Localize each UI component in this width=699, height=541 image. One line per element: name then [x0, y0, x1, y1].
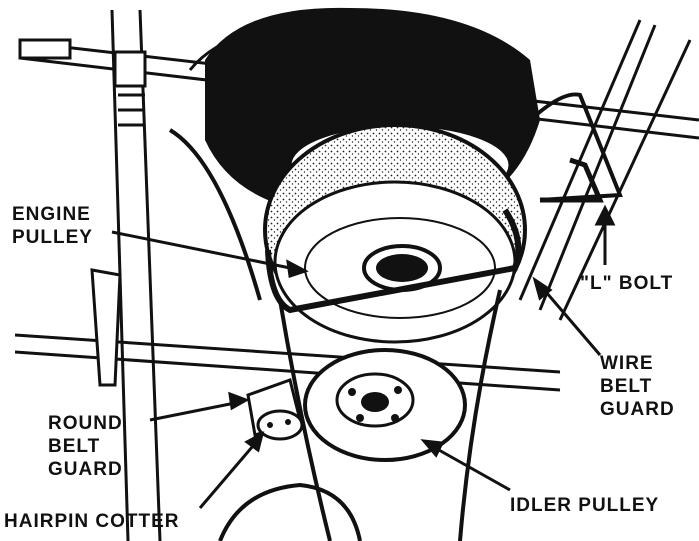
left-coupler — [113, 50, 147, 127]
label-belt: BELT — [600, 376, 653, 397]
lower-pulley — [218, 482, 362, 541]
label-belt-2: BELT — [48, 436, 101, 457]
label-l-bolt: "L" BOLT — [580, 273, 674, 294]
label-pulley: PULLEY — [12, 227, 93, 248]
label-round-belt-guard: ROUND BELT GUARD — [48, 412, 123, 481]
label-hairpin-cotter: HAIRPIN COTTER — [4, 511, 180, 532]
rod-thread-end — [18, 38, 72, 60]
drive-belt — [265, 208, 522, 314]
label-guard: GUARD — [600, 399, 675, 420]
label-engine: ENGINE — [12, 204, 91, 225]
wire-belt-guard-loop — [168, 92, 623, 301]
idler-pulley — [303, 348, 467, 462]
label-guard-2: GUARD — [48, 459, 123, 480]
leader-arrows — [111, 204, 616, 509]
round-belt-guard — [246, 378, 304, 441]
label-wire: WIRE — [600, 353, 654, 374]
label-engine-pulley: ENGINE PULLEY — [12, 203, 93, 249]
left-bracket — [90, 268, 122, 387]
label-round: ROUND — [48, 413, 123, 434]
belt-lower-run — [278, 289, 502, 541]
label-wire-belt-guard: WIRE BELT GUARD — [600, 352, 675, 421]
label-idler-pulley: IDLER PULLEY — [510, 495, 660, 516]
